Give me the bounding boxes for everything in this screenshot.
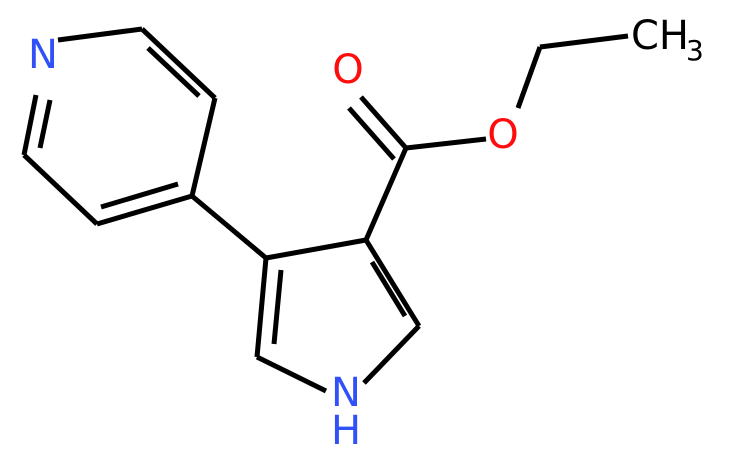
bond-carbonyl-o-b [347, 106, 396, 161]
bond-c6-n [21, 94, 39, 156]
atom-nh-n: N [331, 370, 361, 416]
pyrrole-ring [254, 237, 422, 394]
bond-c4-c5-inner [100, 181, 179, 210]
bond-c3-c4 [189, 97, 218, 197]
atom-nh-pyrrole: N H [331, 370, 361, 454]
bond-carbonyl-o-a [359, 95, 408, 150]
ester-group [347, 33, 629, 241]
bond-c2p-nh [362, 324, 421, 385]
bond-c4p-c3p [265, 237, 367, 261]
bond-oester-ch2 [515, 46, 543, 109]
bond-c6-n-inner [37, 99, 53, 149]
bond-c2-c3 [140, 27, 217, 100]
atom-ch3: CH 3 [631, 13, 704, 67]
atom-ch3-subscript: 3 [686, 34, 704, 67]
bond-c3p-c2p-inner [369, 260, 408, 318]
bond-c5p-c4p-inner [271, 269, 284, 345]
bond-c4-c5 [96, 193, 193, 227]
bond-c5-c6 [22, 153, 99, 226]
bond-ch2-ch3 [539, 33, 629, 50]
pyridine-ring [21, 26, 218, 227]
atom-o-ester: O [487, 112, 518, 158]
bond-c3p-carbonyl [363, 147, 409, 241]
atom-ch3-label: CH [631, 13, 689, 59]
atom-n-pyridine: N [28, 32, 58, 78]
bond-n-c2 [57, 26, 143, 43]
bond-c5p-c4p [254, 257, 269, 358]
atom-o-carbonyl: O [332, 47, 363, 93]
atom-nh-h: H [331, 408, 361, 454]
bond-nh-c5p [255, 354, 328, 394]
bond-c3p-c2p [363, 238, 422, 328]
bond-c2-c3-inner [146, 46, 201, 98]
bond-pyridine-pyrrole [190, 194, 268, 260]
bond-carbonyl-oester [405, 136, 487, 151]
